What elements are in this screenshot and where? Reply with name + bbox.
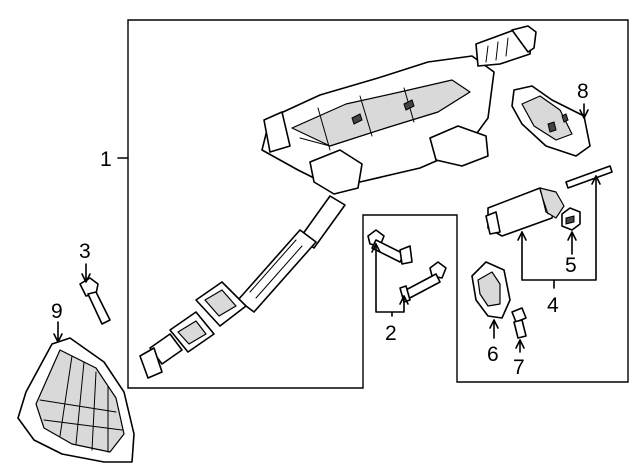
assembly-frame [127,19,629,389]
callout-7: 7 [513,356,525,379]
rod-part-4 [565,165,613,189]
callout-9: 9 [51,300,63,323]
callout-5: 5 [565,254,577,277]
callout-8: 8 [577,80,589,103]
motor-part-4 [485,187,565,237]
sensor-part-6 [471,261,511,319]
leader-lines [53,103,601,353]
callout-4: 4 [547,294,559,317]
callout-1: 1 [100,148,112,171]
bracket-part-8 [511,85,591,157]
callout-2: 2 [385,322,397,345]
callout-3: 3 [79,240,91,263]
shroud-part-9 [17,337,135,463]
bolt-part-3 [79,277,111,325]
bolt-part-7 [511,307,527,339]
bolts-part-2 [367,229,447,303]
steering-column-assembly [139,25,537,379]
nut-part-5 [561,207,581,231]
callout-6: 6 [487,343,499,366]
